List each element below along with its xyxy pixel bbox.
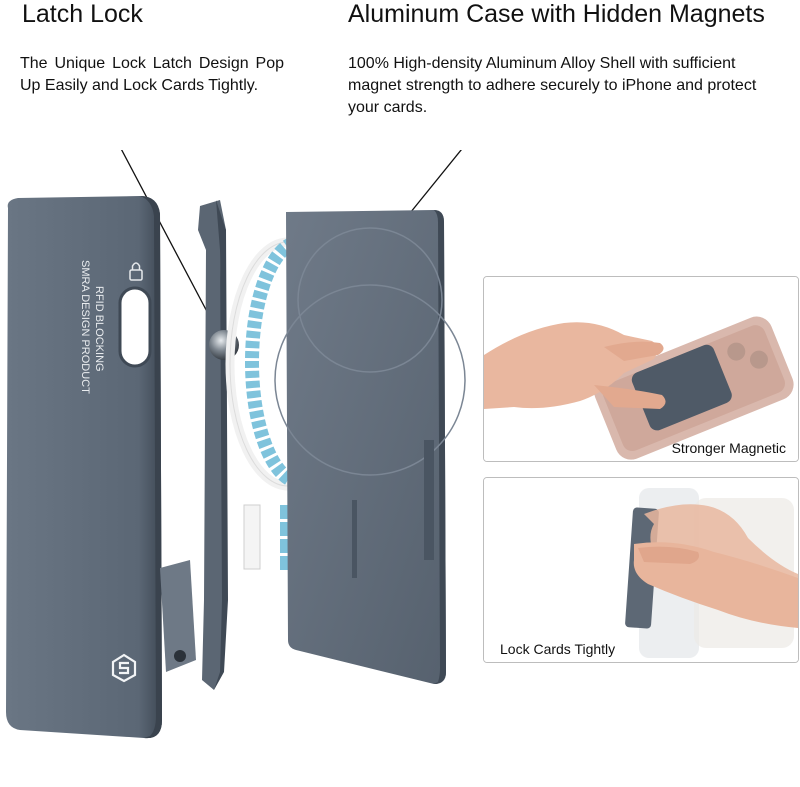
latch-lock-description: The Unique Lock Latch Design Pop Up Easi… (20, 55, 284, 94)
latch-arm (160, 200, 239, 690)
lock-cards-panel: Lock Cards Tightly (483, 477, 799, 663)
latch-lock-heading: Latch Lock (22, 0, 143, 28)
brand-logo-icon (111, 653, 137, 683)
hand (484, 322, 658, 409)
lock-cards-caption: Lock Cards Tightly (500, 641, 616, 657)
front-case-shell: RFID BLOCKING SMRA DESIGN PRODUCT (6, 196, 162, 739)
latch-pointer-line (120, 150, 223, 341)
hand-holding-phone-illustration (484, 277, 798, 461)
hand-pulling-card-illustration (484, 478, 798, 662)
product-exploded-view: RFID BLOCKING SMRA DESIGN PRODUCT (6, 150, 466, 739)
rfid-blocking-text: RFID BLOCKING (93, 286, 105, 372)
back-plate (274, 210, 466, 684)
wallet-on-phone (631, 344, 732, 431)
aluminum-case-description: 100% High-density Aluminum Alloy Shell w… (348, 55, 757, 116)
aluminum-case-heading: Aluminum Case with Hidden Magnets (348, 0, 765, 28)
lower-hand (633, 542, 798, 628)
stronger-magnetic-panel: Stronger Magnetic (483, 276, 799, 462)
stronger-magnetic-caption: Stronger Magnetic (671, 440, 786, 456)
lock-icon (129, 262, 143, 281)
card-push-hole (120, 288, 150, 366)
brand-product-text: SMRA DESIGN PRODUCT (79, 260, 91, 394)
